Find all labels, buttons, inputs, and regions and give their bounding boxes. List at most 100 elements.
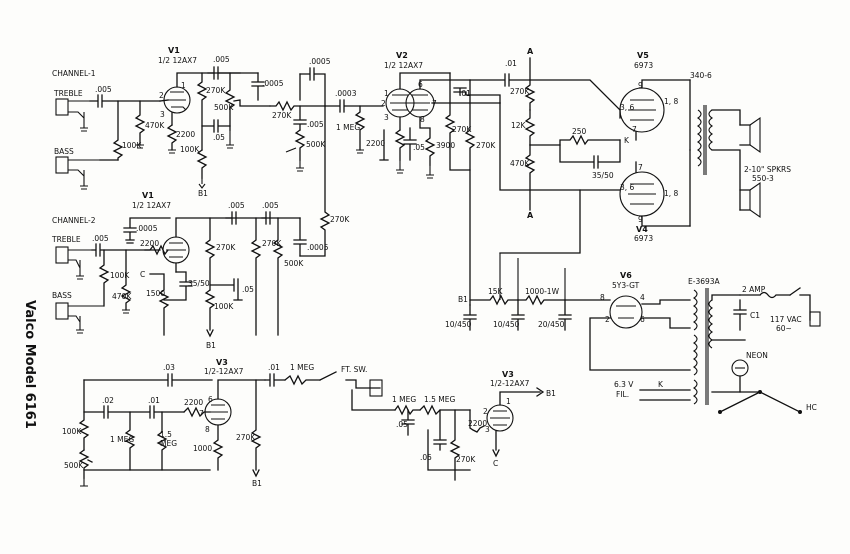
component-label: 20/450 xyxy=(538,320,565,329)
output-bias-network: A 270K 12K 470K A 250 K 35/50 xyxy=(510,47,630,220)
component-label: .0003 xyxy=(335,89,357,98)
bass2-jack xyxy=(55,302,69,320)
component-label: 270K xyxy=(236,433,256,442)
component-label: 9 xyxy=(638,215,643,224)
component-label: BASS xyxy=(52,291,72,300)
ch1-label: CHANNEL-1 xyxy=(52,69,96,78)
component-label: 6 xyxy=(640,315,645,324)
component-label: 1/2-12AX7 xyxy=(204,367,244,376)
component-label: B1 xyxy=(252,479,262,488)
component-label: 270K xyxy=(206,86,226,95)
ac-plug-icon xyxy=(809,311,821,327)
treble1-jack xyxy=(55,98,69,116)
v1a-tube: V1 1/2 12AX7 2 3 1 2200 xyxy=(158,46,241,154)
component-label: 12K xyxy=(511,121,527,130)
component-label: K xyxy=(658,380,664,389)
component-label: .05 xyxy=(420,453,432,462)
component-label: B1 xyxy=(546,389,556,398)
component-label: 470K xyxy=(145,121,165,130)
phase-inverter-loads: 270K 270K .01 .01 xyxy=(444,59,621,301)
component-label: 100K xyxy=(214,302,234,311)
component-label: .005 xyxy=(213,55,230,64)
v2-input-network: .0005 .005 500K .0003 1 MEG xyxy=(285,57,384,172)
component-label: 270K xyxy=(272,111,292,120)
component-label: V2 xyxy=(396,51,408,60)
component-label: 1 xyxy=(384,89,389,98)
component-label: 1 MEG xyxy=(110,435,134,444)
component-label: 35/50 xyxy=(592,171,614,180)
component-label: .05 xyxy=(413,143,425,152)
component-label: 1 xyxy=(506,397,511,406)
component-label: .05 xyxy=(213,133,225,142)
treble2-jack xyxy=(55,246,69,264)
component-label: C xyxy=(140,270,145,279)
component-label: 340-6 xyxy=(690,71,712,80)
component-label: 1.5 MEG xyxy=(424,395,456,404)
component-label: B1 xyxy=(458,295,468,304)
component-label: 117 VAC xyxy=(770,315,802,324)
output-transformer: 340-6 2-10" SPKRS 550-3 xyxy=(689,71,791,227)
component-label: 2 xyxy=(381,99,386,108)
component-label: 1 MEG xyxy=(392,395,416,404)
v1a-plate-network: 270K 100K B1 .005 .05 500K .0005 270K xyxy=(180,55,326,198)
v4-tube: 3, 6 7 9 1, 8 V4 6973 xyxy=(619,161,691,243)
v3b-tube: V3 1/2-12AX7 1 2 3 B1 C xyxy=(483,370,556,468)
component-label: TREBLE xyxy=(51,235,81,244)
component-label: .01 xyxy=(505,59,517,68)
component-label: 9 xyxy=(638,81,643,90)
component-label: .005 xyxy=(92,234,109,243)
component-label: 10/450 xyxy=(493,320,520,329)
power-transformer: E-3693A 2 AMP 117 VAC 60~ C1 NEON HC 6.3… xyxy=(614,277,821,414)
component-label: .005 xyxy=(228,201,245,210)
component-label: 2200 xyxy=(184,398,203,407)
component-label: .01 xyxy=(459,89,471,98)
component-label: 8 xyxy=(420,115,425,124)
component-label: B1 xyxy=(206,341,216,350)
component-label: 1000 xyxy=(193,444,212,453)
component-label: V3 xyxy=(502,370,514,379)
channel-1-input: CHANNEL-1 TREBLE BASS .005 100K 470K xyxy=(52,69,165,190)
channel-2-input: CHANNEL-2 TREBLE BASS .005 100K 470K .00… xyxy=(51,216,171,334)
component-label: 35/50 xyxy=(188,279,210,288)
component-label: .005 xyxy=(95,85,112,94)
component-label: 6.3 V xyxy=(614,380,634,389)
speaker-lower-icon xyxy=(749,181,761,219)
component-label: C xyxy=(493,459,498,468)
component-label: 270K xyxy=(510,87,530,96)
component-label: 6973 xyxy=(634,61,653,70)
v1b-plate-network: 270K 100K B1 .05 .005 270K .005 500K .00… xyxy=(204,105,350,350)
component-label: 270K xyxy=(456,455,476,464)
component-label: MEG xyxy=(160,439,177,448)
component-label: 15K xyxy=(488,287,504,296)
component-label: 3, 6 xyxy=(620,103,635,112)
component-label: .01 xyxy=(148,396,160,405)
v5-tube: V5 6973 3, 6 9 7 1, 8 xyxy=(619,51,691,141)
component-label: 270K xyxy=(452,125,472,134)
footswitch-jack xyxy=(369,379,383,397)
component-label: V1 xyxy=(142,191,154,200)
component-label: V1 xyxy=(168,46,180,55)
component-label: 270K xyxy=(216,243,236,252)
component-label: 100K xyxy=(110,271,130,280)
component-label: 2 AMP xyxy=(742,285,766,294)
component-label: .02 xyxy=(102,396,114,405)
component-label: 60~ xyxy=(776,324,792,333)
component-label: 270K xyxy=(476,141,496,150)
component-label: 7 xyxy=(632,125,637,134)
component-label: 100K xyxy=(180,145,200,154)
component-label: .0005 xyxy=(309,57,331,66)
component-label: 2200 xyxy=(468,419,487,428)
component-label: 1, 8 xyxy=(664,189,679,198)
component-label: 2 xyxy=(483,407,488,416)
component-label: 550-3 xyxy=(752,174,774,183)
component-label: NEON xyxy=(746,351,768,360)
component-label: .005 xyxy=(307,120,324,129)
component-label: 500K xyxy=(64,461,84,470)
component-label: 4 xyxy=(640,293,645,302)
component-label: 8 xyxy=(205,425,210,434)
v1b-tube: V1 1/2 12AX7 C 1500 35/50 xyxy=(132,191,301,336)
component-label: 1 xyxy=(181,81,186,90)
component-label: 7 xyxy=(638,163,643,172)
component-label: 2200 xyxy=(140,239,159,248)
component-label: FT. SW. xyxy=(341,365,367,374)
